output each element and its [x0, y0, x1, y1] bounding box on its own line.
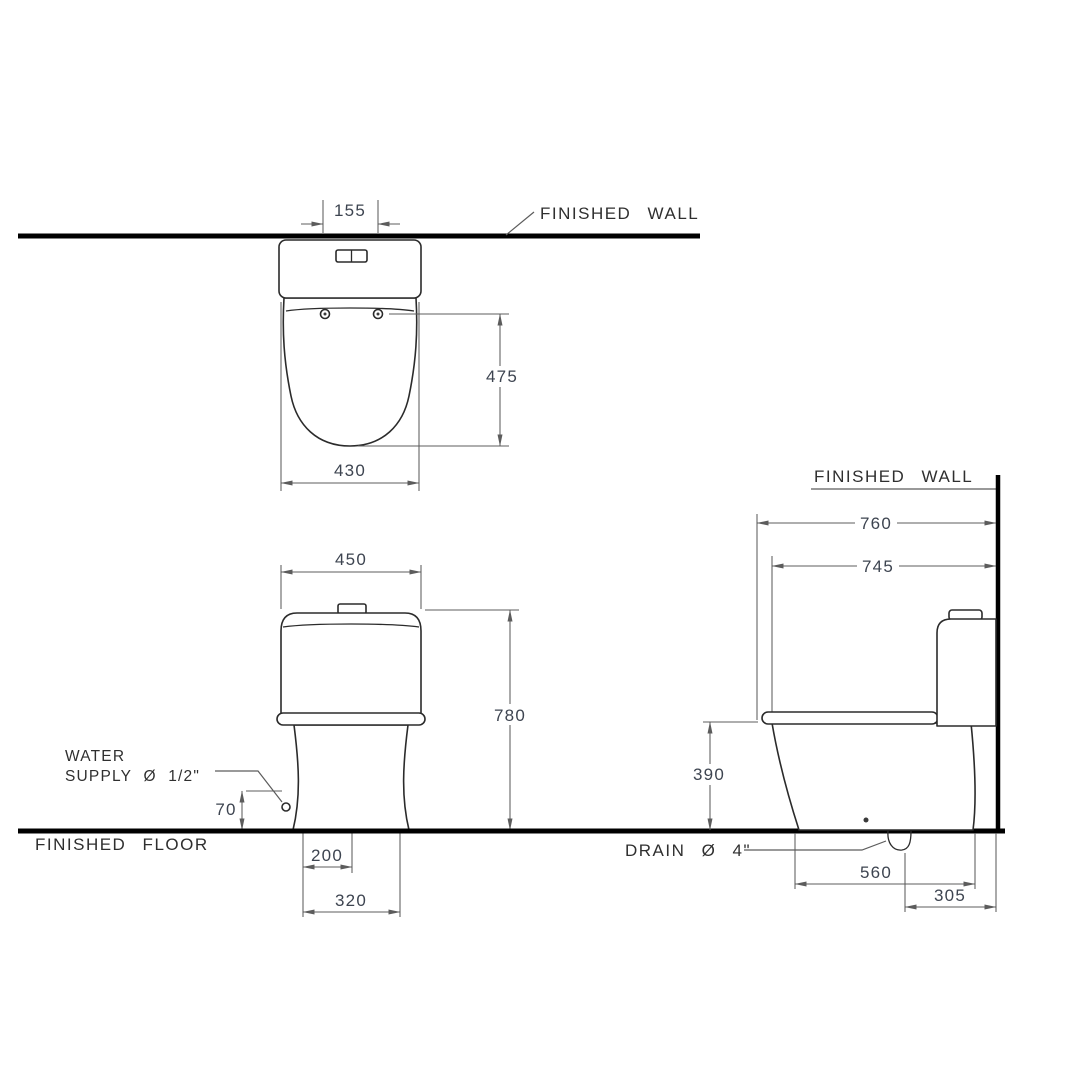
dim-label-320: 320 [335, 891, 367, 910]
tank-top-outline [278, 239, 422, 299]
drain-outlet [887, 830, 912, 851]
dim-label-155: 155 [334, 201, 366, 220]
dim-390-label-bg [690, 764, 728, 785]
bowl-side-outline [771, 722, 976, 831]
dim-760-label-bg [855, 512, 897, 533]
side-view: FINISHED WALL 760 745 390 DRAIN Ø 4" 560 [625, 467, 1001, 912]
seat-hinge-line [285, 307, 415, 312]
dim-label-760: 760 [860, 514, 892, 533]
bowl-top-outline [282, 297, 418, 447]
top-view: FINISHED WALL 155 475 430 [18, 200, 700, 491]
water-supply-label-line1: WATER [65, 748, 125, 765]
dim-label-305: 305 [934, 886, 966, 905]
finished-wall-label-side: FINISHED WALL [814, 467, 973, 486]
dim-label-780: 780 [494, 706, 526, 725]
finished-wall-label-top: FINISHED WALL [540, 204, 699, 223]
tank-lid-seam [282, 623, 420, 628]
dim-label-560: 560 [860, 863, 892, 882]
seat-side-outline [761, 711, 939, 725]
water-supply-leader [215, 770, 283, 803]
hinge-bolt-right-center [376, 312, 380, 316]
drain-leader [744, 840, 887, 851]
dim-780-label-bg [491, 704, 529, 725]
dim-560-extension-lines [794, 833, 976, 889]
front-view: 450 WATER SUPPLY Ø 1/2" 70 780 200 320 F… [18, 550, 1005, 917]
dim-label-390: 390 [693, 765, 725, 784]
dim-475-label-bg [484, 366, 519, 387]
pedestal-front-outline [292, 724, 410, 831]
dim-745-label-bg [857, 555, 899, 576]
dim-475-extension-lines [358, 313, 509, 447]
dim-305-extension-lines [904, 833, 997, 912]
dim-155-extension-lines [322, 200, 379, 233]
dim-label-430: 430 [334, 461, 366, 480]
seat-front-outline [276, 712, 426, 726]
finished-wall-leader [505, 211, 535, 236]
finished-floor-label: FINISHED FLOOR [35, 835, 209, 854]
tank-front-outline [280, 612, 422, 715]
dim-label-475: 475 [486, 367, 518, 386]
bowl-fixing-dot [863, 817, 869, 823]
water-supply-label-line2: SUPPLY Ø 1/2" [65, 768, 200, 785]
dim-label-450: 450 [335, 550, 367, 569]
dim-430-extension-lines [280, 302, 420, 491]
hinge-bolt-left-center [323, 312, 327, 316]
dim-label-200: 200 [311, 846, 343, 865]
dim-label-745: 745 [862, 557, 894, 576]
drain-label: DRAIN Ø 4" [625, 841, 751, 860]
tank-side-outline [936, 618, 997, 727]
dim-label-70: 70 [215, 800, 236, 819]
water-supply-point [281, 802, 291, 812]
